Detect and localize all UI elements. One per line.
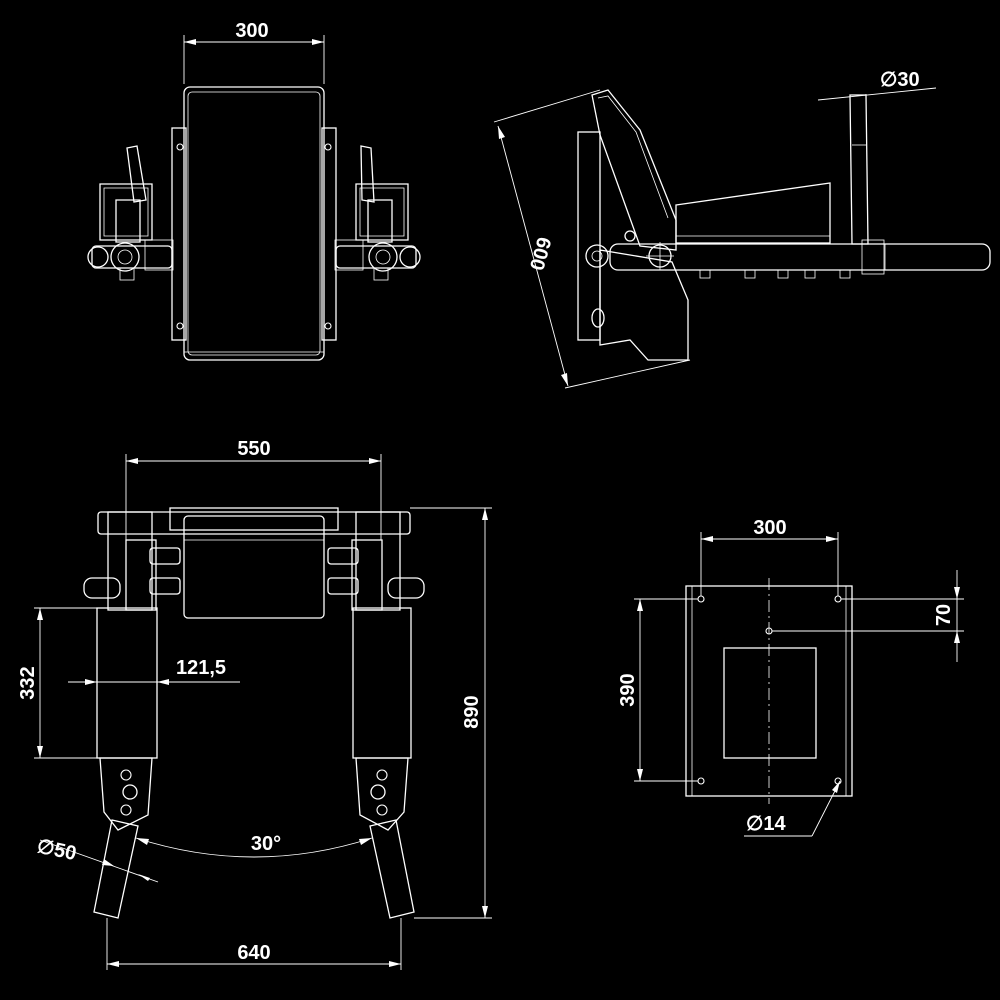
- side-view-tube: [609, 243, 991, 271]
- front-view-handle-diameter-dimension: ∅50: [35, 835, 159, 883]
- top-view-left-arm: [87, 145, 174, 281]
- top-view-width-label: 300: [235, 20, 268, 42]
- plate-hole: [697, 595, 705, 603]
- side-view-wall-plate: [577, 131, 601, 341]
- front-view-bottom-width-dimension: 640: [106, 918, 402, 970]
- plate-height-label: 390: [617, 673, 639, 706]
- plate-view: 300 390 70 ∅14: [617, 517, 964, 837]
- front-view-right-pad: [352, 607, 412, 759]
- front-view-bottom-width-label: 640: [237, 942, 270, 964]
- front-view-width-dimension: 550: [125, 438, 382, 540]
- top-view-right-arm: [334, 145, 421, 281]
- top-view: 300: [87, 20, 421, 361]
- front-view-pad-length-label: 332: [17, 666, 39, 699]
- plate-hole: [834, 595, 842, 603]
- front-view-left-arm: [83, 511, 181, 919]
- front-view-right-handle: [369, 819, 415, 919]
- side-view-bracket: [599, 249, 689, 361]
- front-view-width-label: 550: [237, 438, 270, 460]
- plate-hole-diameter-dimension: ∅14: [744, 780, 841, 837]
- plate-hole: [834, 777, 842, 785]
- side-view-back-pad: [591, 89, 677, 251]
- side-view-height-dimension: 600: [493, 89, 691, 389]
- front-view-angle-dimension: 30°: [135, 833, 373, 858]
- front-view: 550 332 121,5 890: [17, 438, 492, 970]
- top-view-seat-pad: [183, 86, 325, 361]
- front-view-handle-diameter-label: ∅50: [35, 835, 78, 865]
- plate-top-offset-label: 70: [933, 604, 955, 626]
- front-view-left-handle: [93, 819, 139, 919]
- front-view-height-dimension: 890: [410, 507, 492, 919]
- side-view-handle: [849, 94, 869, 245]
- plate-hole: [697, 777, 705, 785]
- plate-width-label: 300: [753, 517, 786, 539]
- top-view-plate-left: [171, 127, 187, 341]
- top-view-plate-right: [321, 127, 337, 341]
- plate-width-dimension: 300: [700, 517, 839, 596]
- front-view-angle-label: 30°: [251, 833, 281, 855]
- front-view-pad-length-dimension: 332: [17, 607, 97, 759]
- plate-cutout: [723, 647, 817, 759]
- plate-hole-diameter-label: ∅14: [746, 813, 787, 835]
- front-view-left-pad: [96, 607, 158, 759]
- front-view-back-pad: [183, 515, 325, 619]
- side-view: 600 ∅30: [493, 69, 991, 389]
- front-view-offset-dimension: 121,5: [68, 657, 240, 685]
- side-view-height-label: 600: [525, 235, 555, 273]
- plate-top-offset-dimension: 70: [772, 570, 964, 662]
- side-view-tube-diameter-label: ∅30: [880, 69, 920, 91]
- side-view-seat: [675, 182, 831, 244]
- front-view-offset-label: 121,5: [176, 657, 226, 679]
- top-view-width-dimension: 300: [183, 20, 325, 84]
- front-view-height-label: 890: [461, 695, 483, 728]
- plate-height-dimension: 390: [617, 598, 698, 782]
- side-view-tube-diameter-dimension: ∅30: [817, 69, 937, 104]
- front-view-right-arm: [327, 511, 425, 919]
